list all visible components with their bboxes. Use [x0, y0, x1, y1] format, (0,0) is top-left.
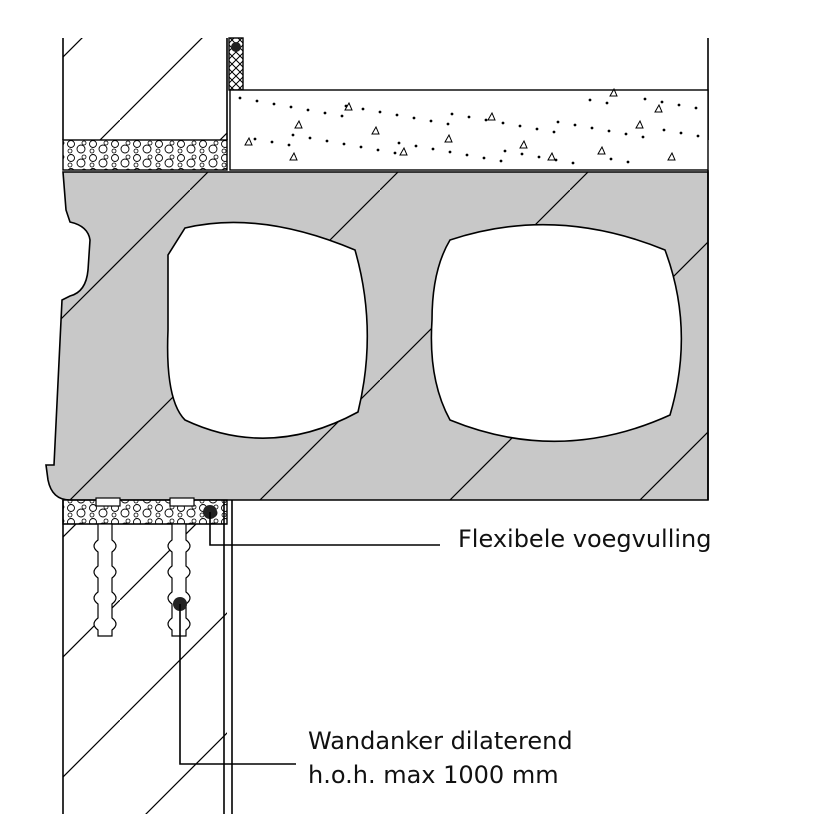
- aggregate-dot: [378, 110, 382, 114]
- aggregate-dot: [607, 129, 611, 133]
- aggregate-dot: [484, 118, 488, 122]
- aggregate-dot: [626, 160, 630, 164]
- aggregate-dot: [446, 122, 450, 126]
- aggregate-dot: [694, 106, 698, 110]
- aggregate-dot: [306, 108, 310, 112]
- aggregate-dot: [679, 131, 683, 135]
- aggregate-dot: [465, 153, 469, 157]
- aggregate-triangle: [289, 151, 298, 161]
- aggregate-dot: [291, 133, 295, 137]
- aggregate-dot: [520, 152, 524, 156]
- aggregate-dot: [429, 119, 433, 123]
- aggregate-dot: [556, 120, 560, 124]
- anchor-left: [93, 523, 117, 637]
- aggregate-dot: [696, 134, 700, 138]
- aggregate-triangle: [294, 119, 303, 129]
- aggregate-dot: [605, 101, 609, 105]
- aggregate-triangle: [487, 111, 496, 121]
- aggregate-dot: [238, 96, 242, 100]
- aggregate-dot: [414, 144, 418, 148]
- aggregate-triangle: [654, 103, 663, 113]
- aggregate-dot: [395, 113, 399, 117]
- aggregate-dot: [537, 155, 541, 159]
- slab-core-1: [166, 221, 369, 439]
- aggregate-triangle: [635, 119, 644, 129]
- aggregate-triangle: [597, 145, 606, 155]
- aggregate-dot: [588, 98, 592, 102]
- aggregate-dot: [501, 121, 505, 125]
- screed-layer: [229, 87, 709, 171]
- aggregate-dot: [518, 124, 522, 128]
- aggregate-dot: [573, 123, 577, 127]
- aggregate-dot: [344, 104, 348, 108]
- lower-wall: [62, 500, 233, 814]
- aggregate-triangle: [609, 87, 618, 97]
- aggregate-dot: [431, 147, 435, 151]
- aggregate-dot: [552, 130, 556, 134]
- wall-anchor-label-line1: Wandanker dilaterend: [308, 727, 573, 755]
- aggregate-dot: [255, 99, 259, 103]
- aggregate-triangle: [667, 151, 676, 161]
- aggregate-dot: [554, 158, 558, 162]
- aggregate-dot: [289, 105, 293, 109]
- aggregate-dot: [450, 112, 454, 116]
- aggregate-dot: [342, 142, 346, 146]
- hollow-core-slab: [45, 171, 709, 501]
- aggregate-dot: [590, 126, 594, 130]
- aggregate-triangle: [399, 146, 408, 156]
- aggregate-dot: [677, 103, 681, 107]
- aggregate-dot: [412, 116, 416, 120]
- aggregate-dot: [287, 143, 291, 147]
- aggregate-dot: [662, 128, 666, 132]
- wall-anchor-label-line2: h.o.h. max 1000 mm: [308, 761, 559, 789]
- aggregate-dot: [641, 135, 645, 139]
- aggregate-dot: [643, 97, 647, 101]
- aggregate-dot: [624, 132, 628, 136]
- aggregate-dot: [308, 136, 312, 140]
- joint-filler-label: Flexibele voegvulling: [458, 525, 712, 553]
- upper-wall: [62, 37, 244, 140]
- aggregate-dot: [323, 111, 327, 115]
- aggregate-dot: [482, 156, 486, 160]
- aggregate-dot: [467, 115, 471, 119]
- aggregate-dot: [340, 114, 344, 118]
- aggregate-dot: [361, 107, 365, 111]
- slab-core-2: [430, 223, 683, 443]
- aggregate-triangle: [547, 151, 556, 161]
- aggregate-dot: [253, 137, 257, 141]
- bearing-strip: [62, 497, 228, 525]
- aggregate-dot: [397, 141, 401, 145]
- upper-insulation-strip: [62, 139, 228, 171]
- aggregate-dot: [503, 149, 507, 153]
- aggregate-dot: [448, 150, 452, 154]
- aggregate-dot: [499, 159, 503, 163]
- aggregate-dot: [571, 161, 575, 165]
- aggregate-dot: [609, 157, 613, 161]
- aggregate-triangle: [244, 136, 253, 146]
- aggregate-dot: [376, 148, 380, 152]
- aggregate-triangle: [371, 125, 380, 135]
- aggregate-dot: [325, 139, 329, 143]
- aggregate-triangle: [519, 139, 528, 149]
- aggregate-dot: [272, 102, 276, 106]
- joint-filler-callout: Flexibele voegvulling: [203, 505, 712, 553]
- aggregate-dot: [660, 100, 664, 104]
- screed-aggregate: [238, 87, 700, 165]
- aggregate-dot: [270, 140, 274, 144]
- aggregate-dot: [535, 127, 539, 131]
- aggregate-dot: [359, 145, 363, 149]
- aggregate-triangle: [444, 133, 453, 143]
- wall-anchor-callout: Wandanker dilaterend h.o.h. max 1000 mm: [173, 597, 573, 789]
- aggregate-dot: [393, 151, 397, 155]
